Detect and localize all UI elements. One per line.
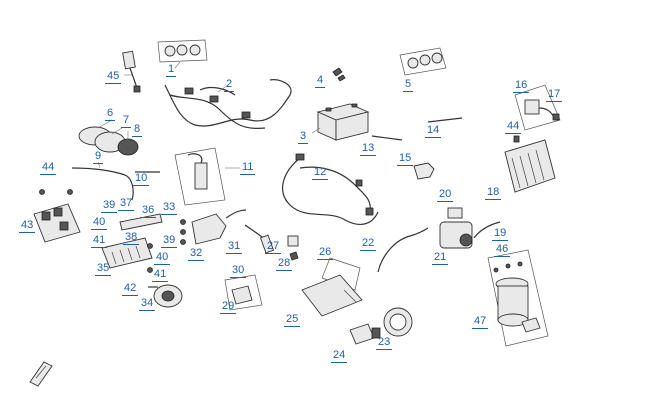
callout-30[interactable]: 30 [229, 264, 247, 278]
callout-27[interactable]: 27 [264, 240, 282, 254]
part-2-main-harness [164, 79, 292, 130]
callout-25[interactable]: 25 [283, 313, 301, 327]
callout-44-left[interactable]: 44 [39, 161, 57, 175]
callout-38[interactable]: 38 [122, 231, 140, 245]
callout-2[interactable]: 2 [223, 78, 235, 92]
callout-15[interactable]: 15 [396, 152, 414, 166]
callout-39-right[interactable]: 39 [160, 234, 178, 248]
part-12-harness [282, 153, 379, 226]
callout-40-left[interactable]: 40 [90, 216, 108, 230]
part-6-8-ignition [78, 119, 139, 156]
callout-23[interactable]: 23 [375, 336, 393, 350]
callout-26[interactable]: 26 [316, 246, 334, 260]
callout-42[interactable]: 42 [121, 282, 139, 296]
callout-9[interactable]: 9 [92, 150, 104, 164]
part-16-17-relay [514, 84, 561, 131]
part-3-battery [311, 103, 370, 141]
callout-28[interactable]: 28 [275, 257, 293, 271]
callout-32[interactable]: 32 [187, 247, 205, 261]
callout-46[interactable]: 46 [493, 243, 511, 257]
callout-40-right[interactable]: 40 [153, 251, 171, 265]
part-43-44-relay-block [33, 189, 81, 243]
part-22-wire [377, 227, 429, 273]
part-1-connector-set [157, 39, 208, 69]
part-29-30-sensor [224, 274, 263, 311]
callout-8[interactable]: 8 [131, 123, 143, 137]
callout-21[interactable]: 21 [431, 251, 449, 265]
callout-24[interactable]: 24 [330, 349, 348, 363]
callout-20[interactable]: 20 [436, 188, 454, 202]
part-45-sensor [122, 50, 141, 93]
callout-3[interactable]: 3 [297, 130, 309, 144]
callout-36[interactable]: 36 [139, 204, 157, 218]
callout-16[interactable]: 16 [512, 79, 530, 93]
part-4-clip [332, 67, 346, 82]
callout-41-left[interactable]: 41 [90, 234, 108, 248]
callout-34[interactable]: 34 [138, 297, 156, 311]
part-31-spark-plug-cap [244, 224, 275, 254]
part-32-coil [191, 209, 247, 245]
callout-1[interactable]: 1 [165, 63, 177, 77]
part-15-bracket [413, 162, 435, 180]
callout-10[interactable]: 10 [132, 172, 150, 186]
part-33-bolts [180, 219, 186, 245]
callout-47[interactable]: 47 [471, 315, 489, 329]
callout-41-right[interactable]: 41 [151, 268, 169, 282]
callout-5[interactable]: 5 [402, 78, 414, 92]
callout-17[interactable]: 17 [545, 88, 563, 102]
part-34-horn [153, 284, 183, 308]
part-25-26-ecu [301, 257, 363, 317]
part-18-regulator [504, 135, 556, 193]
callout-37[interactable]: 37 [117, 197, 135, 211]
callout-18[interactable]: 18 [484, 186, 502, 200]
callout-13[interactable]: 13 [359, 142, 377, 156]
callout-6[interactable]: 6 [104, 107, 116, 121]
part-19-hose [473, 221, 501, 239]
callout-22[interactable]: 22 [359, 237, 377, 251]
callout-33[interactable]: 33 [160, 201, 178, 215]
callout-43[interactable]: 43 [18, 219, 36, 233]
callout-19[interactable]: 19 [491, 227, 509, 241]
part-13-14-rods [371, 117, 463, 141]
callout-31[interactable]: 31 [225, 240, 243, 254]
callout-11[interactable]: 11 [239, 161, 256, 175]
part-5-connector-set [399, 47, 447, 76]
callout-29[interactable]: 29 [219, 300, 237, 314]
callout-14[interactable]: 14 [424, 124, 442, 138]
callout-12[interactable]: 12 [311, 166, 329, 180]
part-46-47-fuel-pump [487, 249, 549, 347]
callout-45[interactable]: 45 [104, 70, 122, 84]
part-27-28-connector [287, 235, 299, 261]
front-arrow-icon [29, 361, 53, 387]
callout-44-right[interactable]: 44 [504, 120, 522, 134]
part-23-24-speed-sensor [349, 307, 413, 345]
callout-7[interactable]: 7 [120, 114, 132, 128]
part-20-21-pump [439, 207, 473, 249]
callout-39-left[interactable]: 39 [100, 199, 118, 213]
part-11-ignition-coil [174, 147, 240, 206]
callout-35[interactable]: 35 [94, 262, 112, 276]
part-35-41-fuse-box [101, 213, 163, 273]
callout-4[interactable]: 4 [314, 74, 326, 88]
